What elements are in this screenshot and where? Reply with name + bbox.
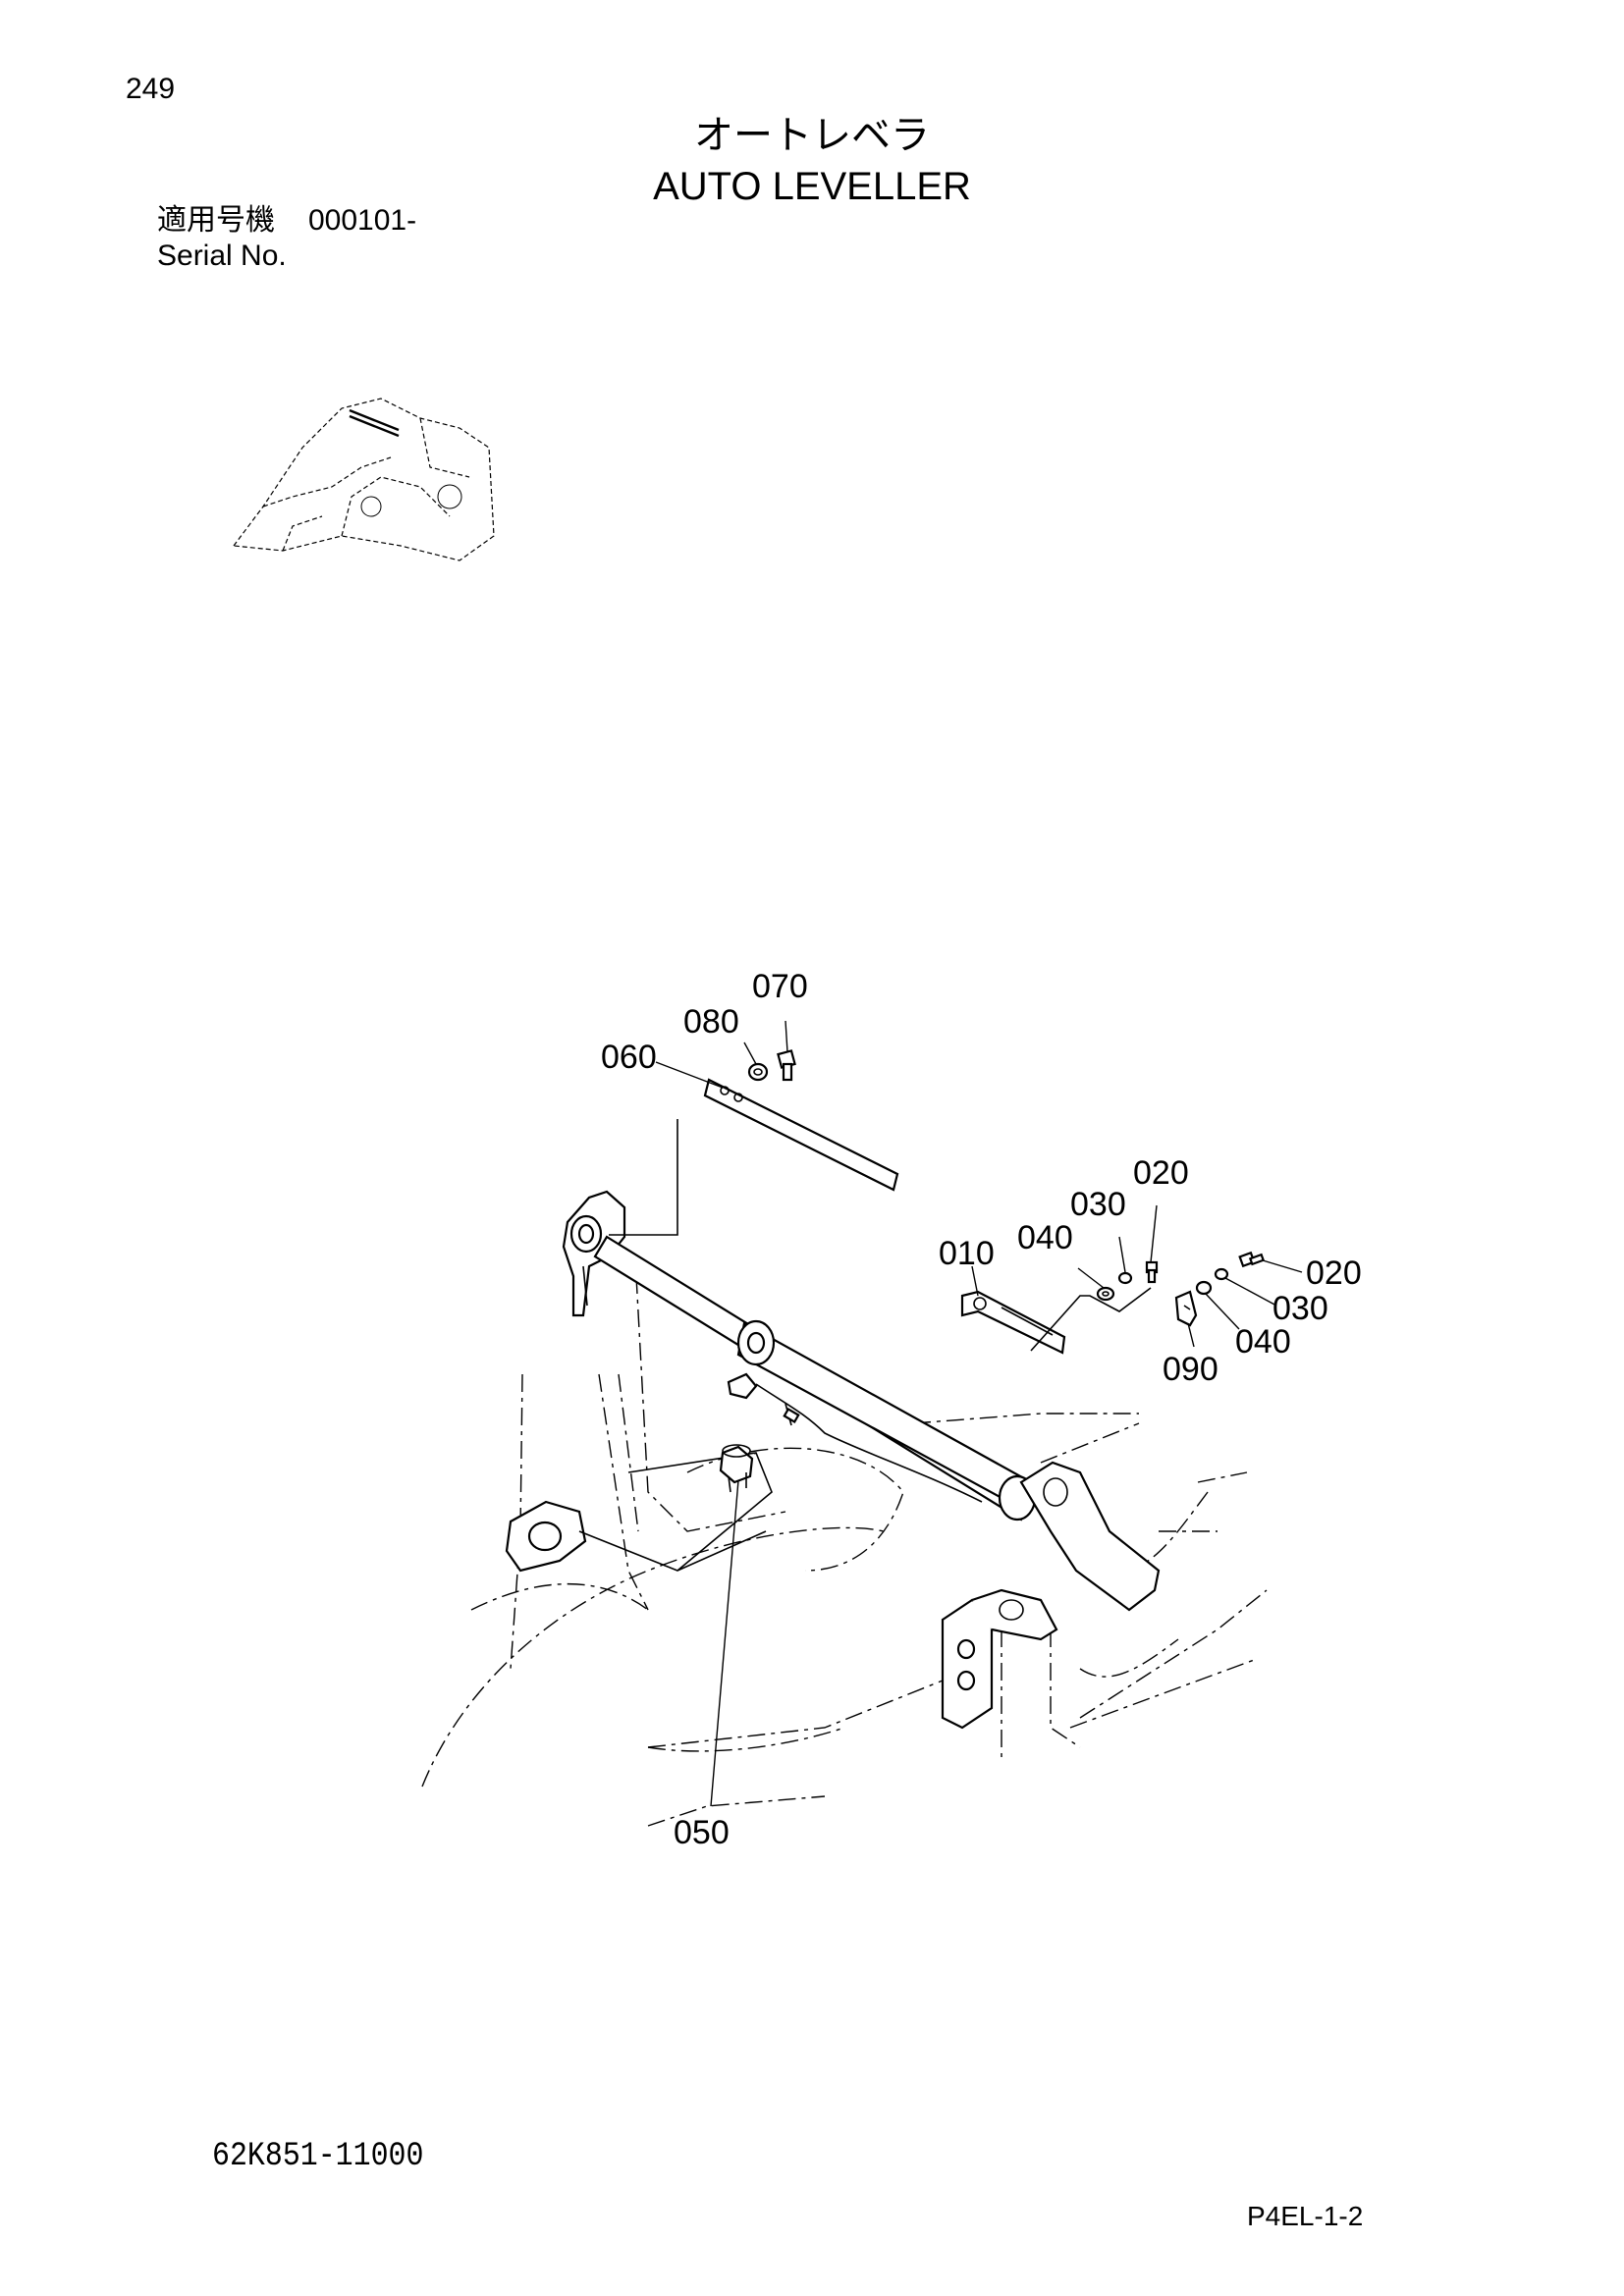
callout-060: 060 xyxy=(601,1039,657,1076)
part-080-nut xyxy=(747,1062,769,1082)
part-060-link-bar xyxy=(609,1078,899,1236)
callout-040-right: 040 xyxy=(1235,1323,1291,1361)
callout-leader-lines xyxy=(655,1020,1303,1807)
callout-010: 010 xyxy=(939,1235,995,1272)
page-title: AUTO LEVELLER xyxy=(653,165,971,208)
part-090-clamp xyxy=(1174,1290,1198,1327)
callout-090: 090 xyxy=(1163,1351,1218,1388)
callout-020-right: 020 xyxy=(1306,1255,1362,1292)
callout-030-right: 030 xyxy=(1272,1290,1328,1327)
page-code: P4EL-1-2 xyxy=(1247,2201,1364,2231)
serial-number-value: 000101- xyxy=(308,204,417,237)
part-070-bolt xyxy=(777,1049,796,1082)
part-050-sensor xyxy=(719,1372,758,1493)
fastener-stack-right xyxy=(1195,1251,1266,1296)
machine-locator-thumbnail xyxy=(232,398,495,561)
page-number: 249 xyxy=(126,73,176,105)
callout-080: 080 xyxy=(683,1003,739,1041)
page-title-japanese: オートレベラ xyxy=(694,113,930,158)
fastener-stack-left xyxy=(1096,1260,1159,1302)
serial-label-japanese: 適用号機 xyxy=(157,203,275,238)
serial-label: Serial No. xyxy=(157,240,287,272)
callout-labels: 070 080 060 020 030 040 010 020 030 040 … xyxy=(601,968,1362,1851)
drawing-number: 62K851-11000 xyxy=(212,2138,424,2175)
callout-070: 070 xyxy=(752,968,808,1005)
part-010-bracket xyxy=(960,1287,1152,1355)
callout-020-top: 020 xyxy=(1133,1154,1189,1192)
callout-030-top: 030 xyxy=(1070,1186,1126,1223)
callout-050: 050 xyxy=(674,1814,730,1851)
callout-040-top: 040 xyxy=(1017,1219,1073,1256)
loader-arm-assembly xyxy=(505,1190,1161,1730)
